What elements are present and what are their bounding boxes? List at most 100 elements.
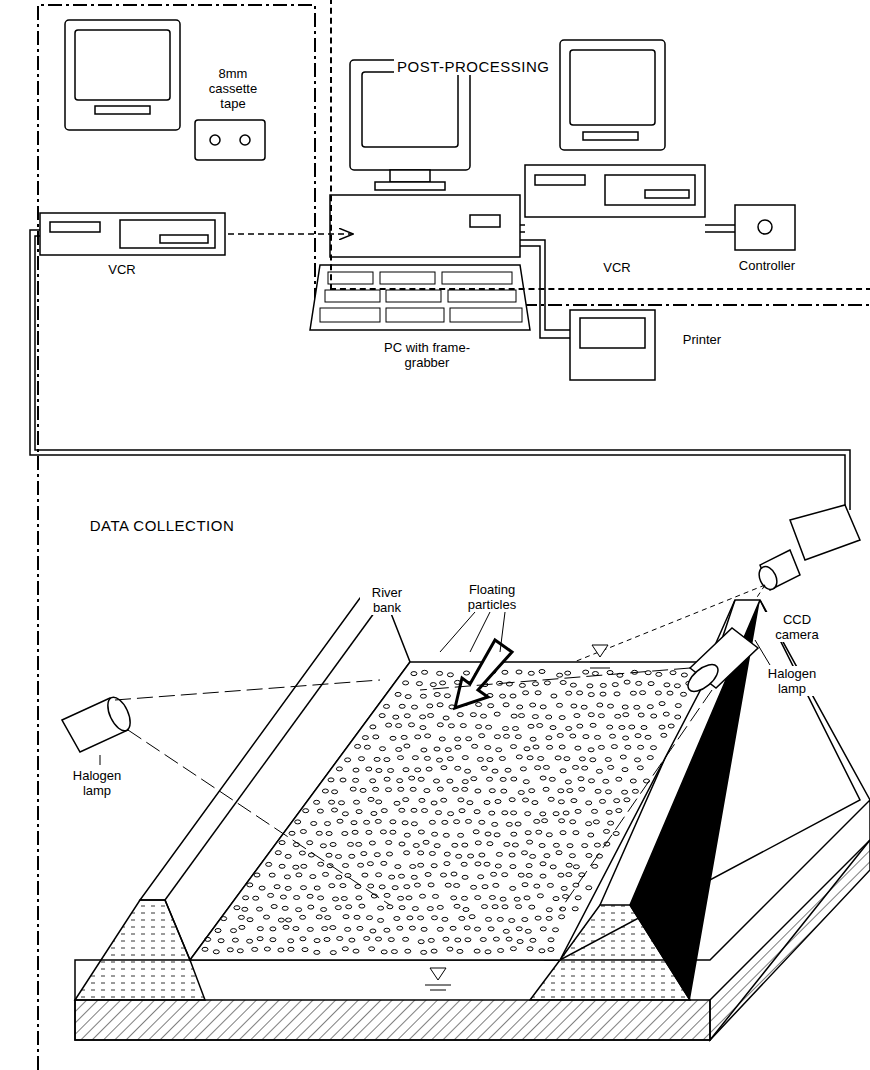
floating-particle (443, 716, 449, 720)
floating-particle (548, 938, 554, 942)
floating-particle (367, 916, 373, 920)
floating-particle (352, 830, 358, 834)
floating-particle (387, 905, 393, 909)
floating-particle (587, 684, 593, 688)
floating-particle (293, 843, 299, 847)
floating-particle (422, 670, 428, 674)
floating-particle (532, 715, 538, 719)
floating-particle (311, 822, 317, 826)
floating-particle (345, 758, 351, 762)
floating-particle (421, 927, 427, 931)
floating-particle (415, 768, 421, 772)
floating-particle (544, 854, 550, 858)
floating-particle (409, 723, 415, 727)
floating-particle (474, 949, 480, 953)
floating-particle (502, 873, 508, 877)
floating-particle (546, 916, 552, 920)
floating-particle (421, 950, 427, 954)
floating-particle (664, 683, 670, 687)
floating-particle (404, 744, 410, 748)
floating-particle (404, 833, 410, 837)
floating-particle (503, 929, 509, 933)
floating-particle (369, 841, 375, 845)
floating-particle (303, 809, 309, 813)
floating-particle (441, 873, 447, 877)
floating-particle (611, 745, 617, 749)
floating-particle (675, 715, 681, 719)
floating-particle (641, 726, 647, 730)
floating-particle (444, 862, 450, 866)
floating-particle (600, 692, 606, 696)
floating-particle (202, 947, 208, 951)
floating-particle (582, 766, 588, 770)
floating-particle (610, 734, 616, 738)
floating-particle (399, 842, 405, 846)
floating-particle (411, 822, 417, 826)
floating-particle (556, 851, 562, 855)
floating-particle (431, 864, 437, 868)
floating-particle (592, 672, 598, 676)
floating-particle (546, 736, 552, 740)
floating-particle (464, 926, 470, 930)
floating-particle (473, 830, 479, 834)
floating-particle (573, 765, 579, 769)
floating-particle (517, 705, 523, 709)
floating-particle (577, 724, 583, 728)
floating-particle (426, 767, 432, 771)
floating-particle (638, 745, 644, 749)
floating-particle (392, 886, 398, 890)
floating-particle (503, 727, 509, 731)
floating-particle (590, 758, 596, 762)
floating-particle (232, 938, 238, 942)
floating-particle (375, 819, 381, 823)
floating-particle (659, 702, 665, 706)
floating-particle (379, 885, 385, 889)
floating-particle (373, 735, 379, 739)
floating-particle (613, 832, 619, 836)
floating-particle (560, 831, 566, 835)
floating-particle (586, 886, 592, 890)
floating-particle (399, 906, 405, 910)
floating-particle (506, 822, 512, 826)
floating-particle (492, 905, 498, 909)
floating-particle (369, 947, 375, 951)
floating-particle (420, 894, 426, 898)
floating-particle (393, 715, 399, 719)
floating-particle (565, 780, 571, 784)
floating-particle (379, 714, 385, 718)
floating-particle (510, 947, 516, 951)
floating-particle (418, 851, 424, 855)
floating-particle (247, 883, 253, 887)
floating-particle (327, 864, 333, 868)
floating-particle (527, 840, 533, 844)
floating-particle (482, 885, 488, 889)
floating-particle (326, 853, 332, 857)
floating-particle (457, 713, 463, 717)
floating-particle (510, 694, 516, 698)
floating-particle (546, 715, 552, 719)
floating-particle (501, 789, 507, 793)
floating-particle (655, 691, 661, 695)
floating-particle (511, 745, 517, 749)
floating-particle (333, 897, 339, 901)
floating-particle (386, 723, 392, 727)
floating-particle (353, 949, 359, 953)
floating-particle (451, 872, 457, 876)
floating-particle (533, 745, 539, 749)
floating-particle (632, 789, 638, 793)
floating-particle (487, 758, 493, 762)
floating-particle (512, 843, 518, 847)
floating-particle (522, 918, 528, 922)
floating-particle (482, 905, 488, 909)
floating-particle (384, 928, 390, 932)
device-label: Halogen lamp (760, 666, 824, 696)
floating-particle (346, 905, 352, 909)
floating-particle (464, 671, 470, 675)
floating-particle (442, 917, 448, 921)
floating-particle (603, 779, 609, 783)
floating-particle (544, 681, 550, 685)
floating-particle (661, 733, 667, 737)
floating-particle (332, 808, 338, 812)
floating-particle (384, 777, 390, 781)
floating-particle (314, 939, 320, 943)
